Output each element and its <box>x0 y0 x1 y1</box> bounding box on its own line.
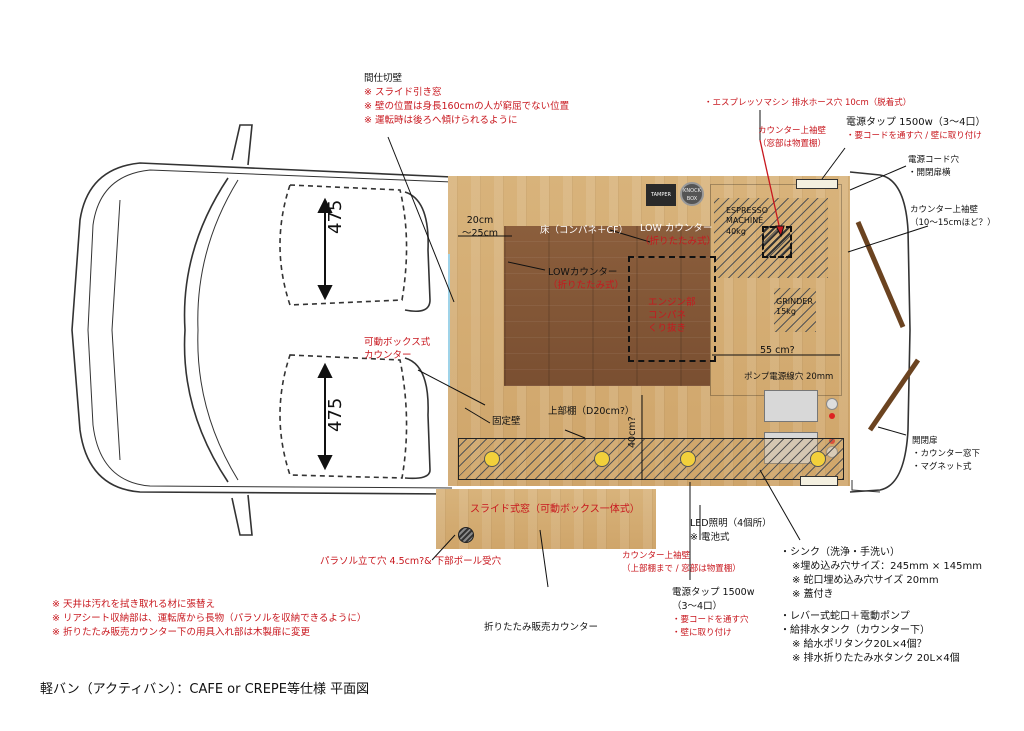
led-label: LED照明（4個所） <box>690 518 772 529</box>
counter-bottom-label: カウンター上袖壁 <box>622 551 691 561</box>
front-seat-dimension: 475 <box>325 199 346 234</box>
counter-bottom-note: （上部棚まで / 窓部は物置棚） <box>622 564 741 574</box>
height-label: 40cm? <box>627 416 638 448</box>
led-note: ※ 電池式 <box>690 532 730 543</box>
sink-upper <box>764 390 818 422</box>
width-label: 20cm 〜25cm <box>462 215 499 239</box>
fixed-wall-label: 固定壁 <box>492 416 521 427</box>
engine-label-1: エンジン部 <box>648 297 696 308</box>
door-label: 開閉扉 <box>912 436 938 446</box>
engine-cutout <box>628 256 716 362</box>
faucet-upper-red <box>829 413 835 419</box>
tank-note-2: ※ 排水折りたたみ水タンク 20L×4個 <box>792 653 960 664</box>
sink-note-3: ※ 蓋付き <box>792 589 834 600</box>
grinder <box>774 288 816 332</box>
upper-wall-label: カウンター上袖壁 <box>758 126 827 136</box>
bottom-note-1: ※ 天井は汚れを拭き取れる材に張替え <box>52 599 215 610</box>
power-strip-bottom <box>800 476 838 486</box>
page-title: 軽バン（アクティバン）：CAFE or CREPE等仕様 平面図 <box>40 682 370 697</box>
espresso-drain-note: ・エスプレッソマシン 排水ホース穴 10cm（脱着式） <box>704 98 912 108</box>
grinder-label-1: GRINDER <box>776 297 813 306</box>
espresso-label-3: 40kg <box>726 227 746 236</box>
fold-counter-label: 折りたたみ販売カウンター <box>484 622 599 633</box>
upper-wall-note: （窓部は物置棚） <box>758 139 827 149</box>
rear-seat-dimension: 475 <box>325 397 346 432</box>
led-light-1 <box>484 451 500 467</box>
door-note-2: ・マグネット式 <box>912 462 972 472</box>
partition-title: 間仕切壁 <box>364 73 403 84</box>
power-bottom-note-2: ・壁に取り付け <box>672 628 732 638</box>
partition-note-1: ※ スライド引き窓 <box>364 87 442 98</box>
movable-box-label-2: カウンター <box>364 350 412 361</box>
upper-shelf-hatch <box>458 438 844 480</box>
low-counter-left-note: （折りたたみ式） <box>548 280 625 291</box>
tamper: TAMPER <box>646 184 676 206</box>
upper-shelf-label: 上部棚（D20cm?） <box>548 406 635 417</box>
parasol-hole <box>458 527 474 543</box>
bottom-note-2: ※ リアシート収納部は、運転席から長物（パラソルを収納できるように） <box>52 613 367 624</box>
left-counter-strip <box>448 254 506 386</box>
tank-label: ・給排水タンク（カウンター下） <box>780 625 930 636</box>
tank-note-1: ※ 給水ポリタンク20L×4個？ <box>792 639 927 650</box>
cord-hole-note: ・開閉扉横 <box>908 168 951 178</box>
door-note-1: ・カウンター窓下 <box>912 449 981 459</box>
sink-note-1: ※埋め込み穴サイズ：245mm × 145mm <box>792 561 982 572</box>
low-counter-top-label: LOW カウンター <box>640 223 713 234</box>
pump-hole-label: ポンプ電源線穴 20mm <box>744 372 834 382</box>
floor-label: 床（コンパネ＋CF） <box>540 225 629 236</box>
led-light-2 <box>594 451 610 467</box>
power-strip-top <box>796 179 838 189</box>
floor-area <box>504 226 710 386</box>
lever-label: ・レバー式蛇口＋電動ポンプ <box>780 611 910 622</box>
bottom-note-3: ※ 折りたたみ販売カウンター下の用具入れ部は木製扉に変更 <box>52 627 310 638</box>
low-counter-top-note: （折りたたみ式） <box>640 236 717 247</box>
parasol-label: パラソル立て穴 4.5cm?& 下部ポール受穴 <box>320 556 502 567</box>
movable-box-label: 可動ボックス式 <box>364 337 431 348</box>
espresso-label-2: MACHINE <box>726 216 764 225</box>
engine-label-3: くり抜き <box>648 323 687 334</box>
led-light-3 <box>680 451 696 467</box>
cord-hole-label: 電源コード穴 <box>908 155 960 165</box>
power-top-title: 電源タップ 1500w（3〜4口） <box>846 117 986 128</box>
power-top-note: ・要コードを通す穴 / 壁に取り付け <box>846 131 982 141</box>
power-bottom-label: 電源タップ 1500w <box>672 587 755 598</box>
grinder-label-2: 15kg <box>776 307 796 316</box>
counter-wall-right-label: カウンター上袖壁 <box>910 205 979 215</box>
depth-label: 55 cm? <box>760 345 795 356</box>
partition-note-3: ※ 運転時は後ろへ傾けられるように <box>364 115 518 126</box>
power-bottom-note-1: ・要コードを通す穴 <box>672 615 749 625</box>
faucet-upper <box>826 398 838 410</box>
slide-window-label: スライド式窓（可動ボックス一体式） <box>470 504 640 515</box>
counter-wall-right-note: （10〜15cmほど？） <box>910 218 996 228</box>
sink-label: ・シンク（洗浄・手洗い） <box>780 547 900 558</box>
led-light-4 <box>810 451 826 467</box>
partition-note-2: ※ 壁の位置は身長160cmの人が窮屈でない位置 <box>364 101 570 112</box>
engine-label-2: コンパネ <box>648 310 687 321</box>
espresso-label-1: ESPRESSO <box>726 206 769 215</box>
power-bottom-label-2: （3〜4口） <box>672 601 723 612</box>
low-counter-left-label: LOWカウンター <box>548 267 618 278</box>
sink-note-2: ※ 蛇口埋め込み穴サイズ 20mm <box>792 575 939 586</box>
